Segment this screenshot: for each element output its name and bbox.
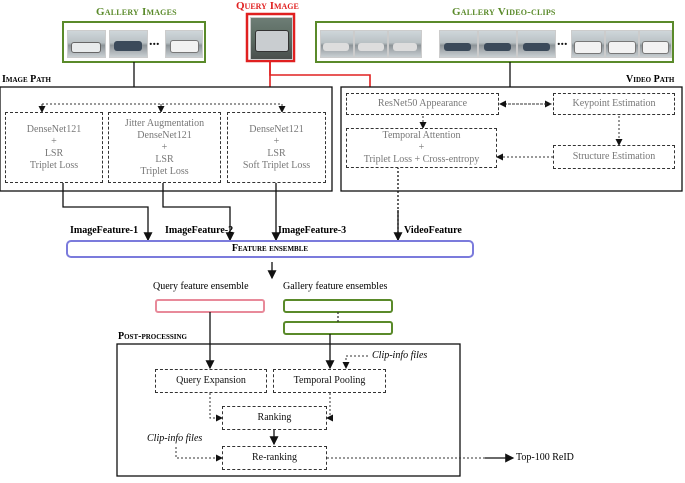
- structure-estimation-node: Structure Estimation: [553, 145, 675, 169]
- image-model-3-line-3: LSR: [267, 147, 286, 159]
- image-model-2-line-5: Triplet Loss: [140, 165, 189, 177]
- clip-info-label-1: Clip-info files: [372, 350, 428, 361]
- gallery-clips-panel: [315, 21, 674, 63]
- clip-thumb-5: [478, 30, 517, 58]
- gallery-ensemble-label: Gallery feature ensembles: [283, 281, 388, 292]
- post-processing-box: [116, 343, 461, 477]
- image-model-3-line-4: Soft Triplet Loss: [242, 159, 311, 171]
- query-ensemble-bar: [155, 299, 265, 313]
- query-ensemble-label: Query feature ensemble: [153, 281, 249, 292]
- query-expansion-node: Query Expansion: [155, 369, 267, 393]
- image-model-2-line-2: DenseNet121: [137, 129, 192, 141]
- clip-thumb-4: [439, 30, 478, 58]
- clip-thumb-3: [388, 30, 422, 58]
- image-model-1: DenseNet121 + LSR Triplet Loss: [5, 112, 103, 183]
- image-feature-3-label: ImageFeature-3: [278, 225, 347, 236]
- gallery-thumb-1: [67, 30, 106, 58]
- feature-ensemble-bar: [66, 240, 474, 258]
- image-model-1-line-2: +: [51, 135, 57, 147]
- video-path-box: [340, 86, 683, 192]
- image-model-3: DenseNet121 + LSR Soft Triplet Loss: [227, 112, 326, 183]
- gallery-thumb-3: [165, 30, 203, 58]
- image-model-2-line-1: Jitter Augmentation: [124, 117, 205, 129]
- image-model-2-line-4: LSR: [155, 153, 174, 165]
- clip-thumb-2: [354, 30, 388, 58]
- query-thumb: [250, 17, 293, 60]
- query-image-title: Query Image: [236, 0, 299, 12]
- image-model-3-line-2: +: [273, 135, 280, 147]
- temporal-line-2: +: [418, 142, 425, 153]
- image-model-1-line-4: Triplet Loss: [29, 159, 79, 171]
- temporal-pooling-node: Temporal Pooling: [273, 369, 386, 393]
- clip-thumb-8: [605, 30, 639, 58]
- image-model-2: Jitter Augmentation DenseNet121 + LSR Tr…: [108, 112, 221, 183]
- image-feature-1-label: ImageFeature-1: [70, 225, 139, 236]
- ranking-node: Ranking: [222, 406, 327, 430]
- gallery-ellipsis: ...: [149, 34, 160, 49]
- clip-thumb-7: [571, 30, 605, 58]
- query-link: [269, 62, 371, 87]
- image-model-1-line-1: DenseNet121: [26, 123, 82, 135]
- image-model-1-line-3: LSR: [44, 147, 64, 159]
- gallery-ensemble-bar-1: [283, 299, 393, 313]
- temporal-line-3: Triplet Loss + Cross-entropy: [363, 154, 480, 165]
- image-model-2-line-3: +: [161, 141, 168, 153]
- image-path-title: Image Path: [2, 74, 51, 85]
- clip-thumb-1: [320, 30, 354, 58]
- temporal-line-1: Temporal Attention: [382, 130, 461, 141]
- video-feature-label: VideoFeature: [404, 225, 462, 236]
- image-feature-2-label: ImageFeature-2: [165, 225, 234, 236]
- feature-ensemble-label: Feature ensemble: [231, 243, 309, 254]
- image-path-box: [0, 86, 333, 192]
- post-processing-title: Post-processing: [118, 331, 187, 342]
- clip-info-label-2: Clip-info files: [147, 433, 203, 444]
- keypoint-estimation-node: Keypoint Estimation: [553, 93, 675, 115]
- reranking-node: Re-ranking: [222, 446, 327, 470]
- image-model-3-line-1: DenseNet121: [249, 123, 304, 135]
- video-path-title: Video Path: [626, 74, 675, 85]
- query-image-panel: [245, 12, 296, 63]
- clip-ellipsis: ...: [557, 34, 568, 49]
- temporal-attention-node: Temporal Attention + Triplet Loss + Cros…: [346, 128, 497, 168]
- gallery-images-title: Gallery Images: [96, 6, 177, 18]
- clip-thumb-9: [639, 30, 672, 58]
- gallery-clips-title: Gallery Video-clips: [452, 6, 556, 18]
- resnet-appearance-node: ResNet50 Appearance: [346, 93, 499, 115]
- gallery-ensemble-bar-2: [283, 321, 393, 335]
- output-label: Top-100 ReID: [516, 452, 574, 463]
- gallery-thumb-2: [109, 30, 148, 58]
- clip-thumb-6: [517, 30, 556, 58]
